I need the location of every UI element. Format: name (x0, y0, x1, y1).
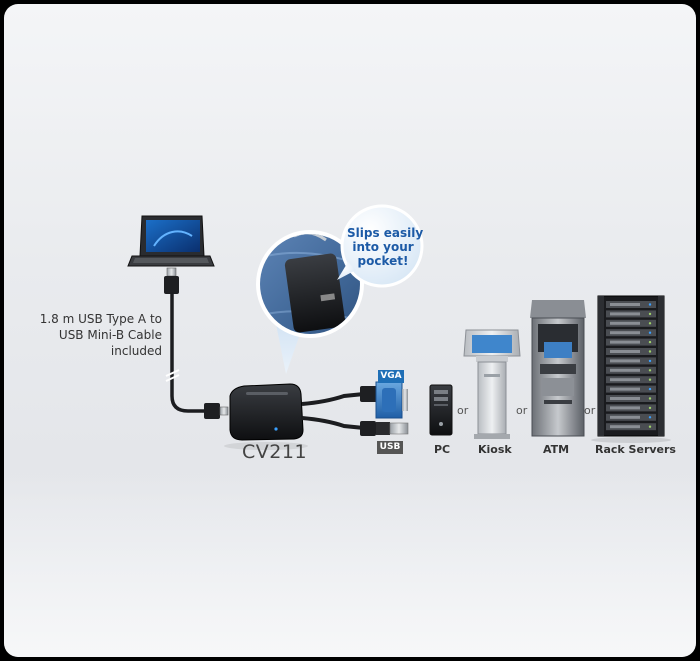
rack-unit-led (648, 369, 652, 372)
usb-tag: USB (377, 441, 403, 454)
rack-unit-led (648, 406, 652, 410)
callout-text: Slips easily into your pocket! (347, 226, 424, 268)
rack-unit-led (648, 312, 652, 316)
or-separator: or (457, 404, 469, 417)
usb-output-cable (301, 416, 365, 430)
cable-break-icon (165, 369, 180, 382)
rack-unit-slot (610, 359, 640, 363)
rack-unit-slot (610, 321, 640, 325)
diagram-artwork (127, 204, 671, 450)
rack-unit-slot (610, 406, 640, 410)
atm-icon (530, 300, 586, 437)
rack-unit-led (648, 303, 652, 306)
device-label-pc: PC (434, 443, 451, 456)
cable-note-line: 1.8 m USB Type A to (39, 312, 162, 326)
pc-icon (429, 384, 453, 436)
rack-unit-led (648, 340, 652, 344)
usb-a-plug-icon (164, 267, 179, 294)
rack-unit-slot (610, 350, 640, 353)
kiosk-icon (463, 329, 521, 439)
rack-unit-led (648, 425, 652, 428)
cv211-adapter (229, 383, 304, 441)
rack-units (606, 301, 656, 431)
rack-unit-slot (610, 425, 640, 429)
diagram-frame: 1.8 m USB Type A to USB Mini-B Cable inc… (4, 4, 696, 657)
rack-unit-led (648, 387, 652, 391)
rack-unit-led (648, 322, 652, 325)
cable-note-line: included (110, 344, 162, 358)
rack-servers-icon (597, 295, 665, 437)
device-label-atm: ATM (543, 443, 570, 456)
vga-cable (301, 392, 365, 406)
rack-unit-led (648, 331, 652, 334)
device-label-rack-servers: Rack Servers (595, 443, 676, 456)
floor-reflection (4, 474, 696, 657)
usb-a-connector-icon (360, 421, 409, 436)
rack-unit-led (648, 359, 652, 363)
rack-unit-slot (610, 387, 640, 391)
device-label-kiosk: Kiosk (478, 443, 512, 456)
rack-unit-slot (610, 368, 640, 372)
vga-tag: VGA (378, 370, 404, 383)
rack-unit-slot (610, 312, 640, 316)
rack-unit-slot (610, 397, 640, 400)
callout-line: pocket! (357, 254, 409, 268)
or-separator: or (584, 404, 596, 417)
laptop-icon (127, 215, 215, 267)
model-label: CV211 (242, 441, 308, 463)
rack-unit-led (648, 350, 652, 353)
rack-unit-slot (610, 378, 640, 382)
usb-cable (170, 292, 208, 413)
or-separator: or (516, 404, 528, 417)
pocket-photo (256, 230, 364, 338)
callout-bubble (337, 204, 424, 288)
callout-line: into your (352, 240, 414, 254)
cable-note: 1.8 m USB Type A to USB Mini-B Cable inc… (26, 311, 162, 359)
rack-unit-led (648, 397, 652, 400)
usb-mini-b-plug-icon (204, 403, 229, 419)
rack-unit-slot (610, 331, 640, 335)
vga-connector-icon (360, 381, 408, 419)
cable-note-line: USB Mini-B Cable (58, 328, 162, 342)
rack-unit-slot (610, 415, 640, 419)
rack-unit-slot (610, 303, 640, 306)
rack-unit-led (648, 416, 652, 419)
callout-line: Slips easily (347, 226, 424, 240)
rack-unit-led (648, 378, 652, 381)
rack-unit-slot (610, 340, 640, 344)
